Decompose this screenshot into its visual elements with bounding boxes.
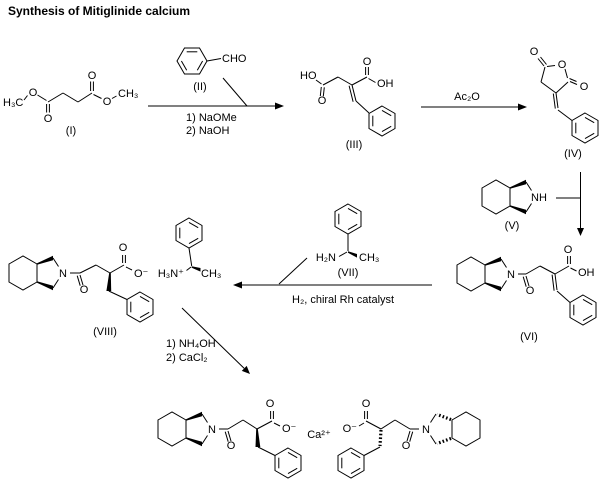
isoindoline-ring (157, 411, 208, 447)
structure-iv: O O O (IV) (530, 46, 599, 160)
benzene-ring (175, 217, 203, 249)
scheme-title: Synthesis of Mitiglinide calcium (8, 4, 191, 18)
atom-o-minus-label: O⁻ (134, 268, 149, 280)
compound-label-viii: (VIII) (93, 326, 117, 338)
compound-label-ii: (II) (193, 81, 206, 93)
atom-oh-label: OH (377, 78, 394, 90)
atom-o-label: O (88, 70, 97, 82)
atom-nh-label: NH (531, 192, 547, 204)
arrow-step3: H₂, chiral Rh catalyst (233, 257, 432, 306)
atom-o-label: O (526, 285, 535, 297)
atom-o-label: O (580, 81, 589, 93)
atom-o-label: O (564, 244, 573, 256)
structure-viii: N O O O⁻ (VIII) (8, 242, 154, 338)
atom-o-label: O (402, 440, 411, 452)
atom-oh-label: OH (578, 267, 595, 279)
arrow-step4: 1) NH₄OH 2) CaCl₂ (166, 307, 250, 374)
atom-o-label: O (29, 87, 38, 99)
arrow-step2: Ac₂O (421, 91, 527, 111)
benzene-ring (126, 291, 154, 323)
arrow-step-addition (556, 172, 584, 236)
atom-n-label: N (208, 424, 216, 436)
atom-ch3-label: CH₃ (118, 88, 138, 100)
compound-label-i: (I) (66, 125, 76, 137)
benzene-ring (569, 294, 597, 326)
atom-o-label: O (362, 398, 371, 410)
atom-o-minus-label: O⁻ (282, 423, 297, 435)
benzene-ring (334, 203, 362, 235)
atom-o-label: O (318, 95, 327, 107)
product-anion-left: N O O O⁻ (157, 398, 302, 479)
reagent-step1-line2: 2) NaOH (186, 125, 229, 137)
atom-n-label: N (422, 424, 430, 436)
structure-iii: HO O O OH (III) (300, 56, 396, 151)
reagent-step1-line1: 1) NaOMe (186, 112, 237, 124)
benzene-ring (337, 447, 365, 479)
structure-ii: CHO (II) (176, 47, 247, 93)
structure-i: H₃C O O O O CH₃ (I) (3, 70, 138, 137)
isoindoline-ring (8, 255, 59, 291)
atom-h2n-label: H₂N (316, 252, 336, 264)
compound-label-v: (V) (505, 220, 520, 232)
atom-ch3-label: CH₃ (201, 268, 221, 280)
atom-h3c-label: H₃C (3, 97, 23, 109)
benzene-ring (176, 47, 208, 75)
atom-o-label: O (103, 96, 112, 108)
compound-label-vii: (VII) (338, 267, 359, 279)
structure-v: NH (V) (481, 179, 547, 232)
arrow-step1: 1) NaOMe 2) NaOH (148, 77, 284, 137)
atom-n-label: N (507, 269, 515, 281)
isoindoline-ring (456, 256, 507, 292)
atom-o-label: O (558, 59, 567, 71)
atom-n-label: N (59, 268, 67, 280)
benzene-ring (274, 447, 302, 479)
atom-o-label: O (227, 440, 236, 452)
atom-h3n-plus-label: H₃N⁺ (158, 268, 184, 280)
benzene-ring (368, 105, 396, 137)
atom-o-label: O (80, 284, 89, 296)
structure-vi: N O O OH (VI) (456, 244, 597, 343)
atom-cho-label: CHO (222, 53, 247, 65)
atom-o-label: O (266, 398, 275, 410)
atom-ch3-label: CH₃ (359, 252, 379, 264)
product-anion-right: N O O O⁻ (337, 398, 482, 479)
atom-o-label: O (44, 113, 53, 125)
reagent-step4-line2: 2) CaCl₂ (166, 352, 208, 364)
atom-o-label: O (119, 242, 128, 254)
isoindoline-ring (481, 179, 532, 215)
compound-label-iv: (IV) (564, 148, 582, 160)
atom-ho-label: HO (300, 70, 317, 82)
structure-vii: H₂N CH₃ (VII) (316, 203, 379, 279)
calcium-ion-label: Ca²⁺ (307, 429, 331, 441)
atom-o-label: O (363, 56, 372, 68)
compound-label-vi: (VI) (520, 331, 538, 343)
atom-o-label: O (530, 46, 539, 58)
compound-label-iii: (III) (346, 139, 363, 151)
phenylethylammonium-cation: H₃N⁺ CH₃ (158, 217, 221, 280)
reagent-step2: Ac₂O (454, 91, 480, 103)
atom-o-minus-label: O⁻ (343, 423, 358, 435)
benzene-ring (571, 112, 599, 144)
reagent-step4-line1: 1) NH₄OH (166, 338, 216, 350)
isoindoline-ring (428, 410, 482, 448)
reagent-step3: H₂, chiral Rh catalyst (292, 294, 394, 306)
